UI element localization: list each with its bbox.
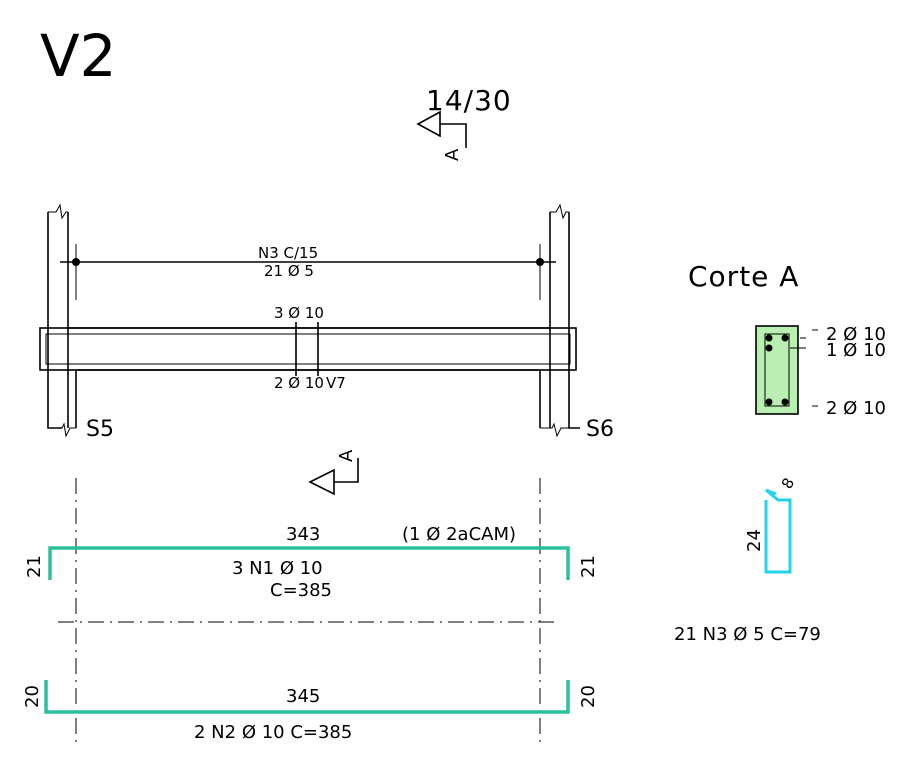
bar-n2-label: 2 N2 Ø 10 C=385 <box>194 722 352 743</box>
stirrup-hook: 8 <box>778 475 798 492</box>
bar-n1-total: C=385 <box>270 580 332 601</box>
corte-mid-bars: 1 Ø 10 <box>826 340 886 361</box>
corte-top-bars: 2 Ø 10 <box>826 324 886 345</box>
bar-n2-hook-right: 20 <box>578 685 599 708</box>
support-right-label: S6 <box>586 417 614 442</box>
section-mark-top: A <box>442 148 463 161</box>
beam-elevation <box>39 322 577 428</box>
bar-n1-hook-left: 21 <box>24 555 45 578</box>
section-mark-bottom: A <box>336 449 357 462</box>
corte-title: Corte A <box>688 260 799 293</box>
bar-n1-note: (1 Ø 2aCAM) <box>402 524 516 545</box>
bar-n1-hook-right: 21 <box>578 555 599 578</box>
corte-bottom-bars: 2 Ø 10 <box>826 398 886 419</box>
bottom-bars-label: 2 Ø 10 <box>274 374 324 392</box>
bar-n2-hook-left: 20 <box>22 685 43 708</box>
section-cut-marker-bottom: A <box>308 449 359 496</box>
column-s6 <box>540 203 580 438</box>
stirrup-label: 21 N3 Ø 5 C=79 <box>674 624 821 645</box>
stirrup-shape <box>764 488 792 574</box>
bar-n2-length: 345 <box>286 686 320 707</box>
corte-section <box>755 325 818 415</box>
support-left-label: S5 <box>86 417 114 442</box>
stirrups-spec-line2: 21 Ø 5 <box>264 262 314 280</box>
bar-n1-label: 3 N1 Ø 10 <box>232 558 323 579</box>
section-cut-marker-top: A <box>416 110 467 161</box>
beam-title: V2 <box>40 22 117 90</box>
stirrup-spacing-line <box>60 244 556 300</box>
stirrup-height: 24 <box>744 529 765 552</box>
column-s5 <box>47 203 76 438</box>
top-bars-label: 3 Ø 10 <box>274 304 324 322</box>
bar-n1-length: 343 <box>286 524 320 545</box>
crossing-beam-label: V7 <box>326 374 346 392</box>
bar-n1-shape <box>48 546 570 580</box>
bar-n2-shape <box>44 680 570 714</box>
stirrups-spec-line1: N3 C/15 <box>258 244 318 262</box>
